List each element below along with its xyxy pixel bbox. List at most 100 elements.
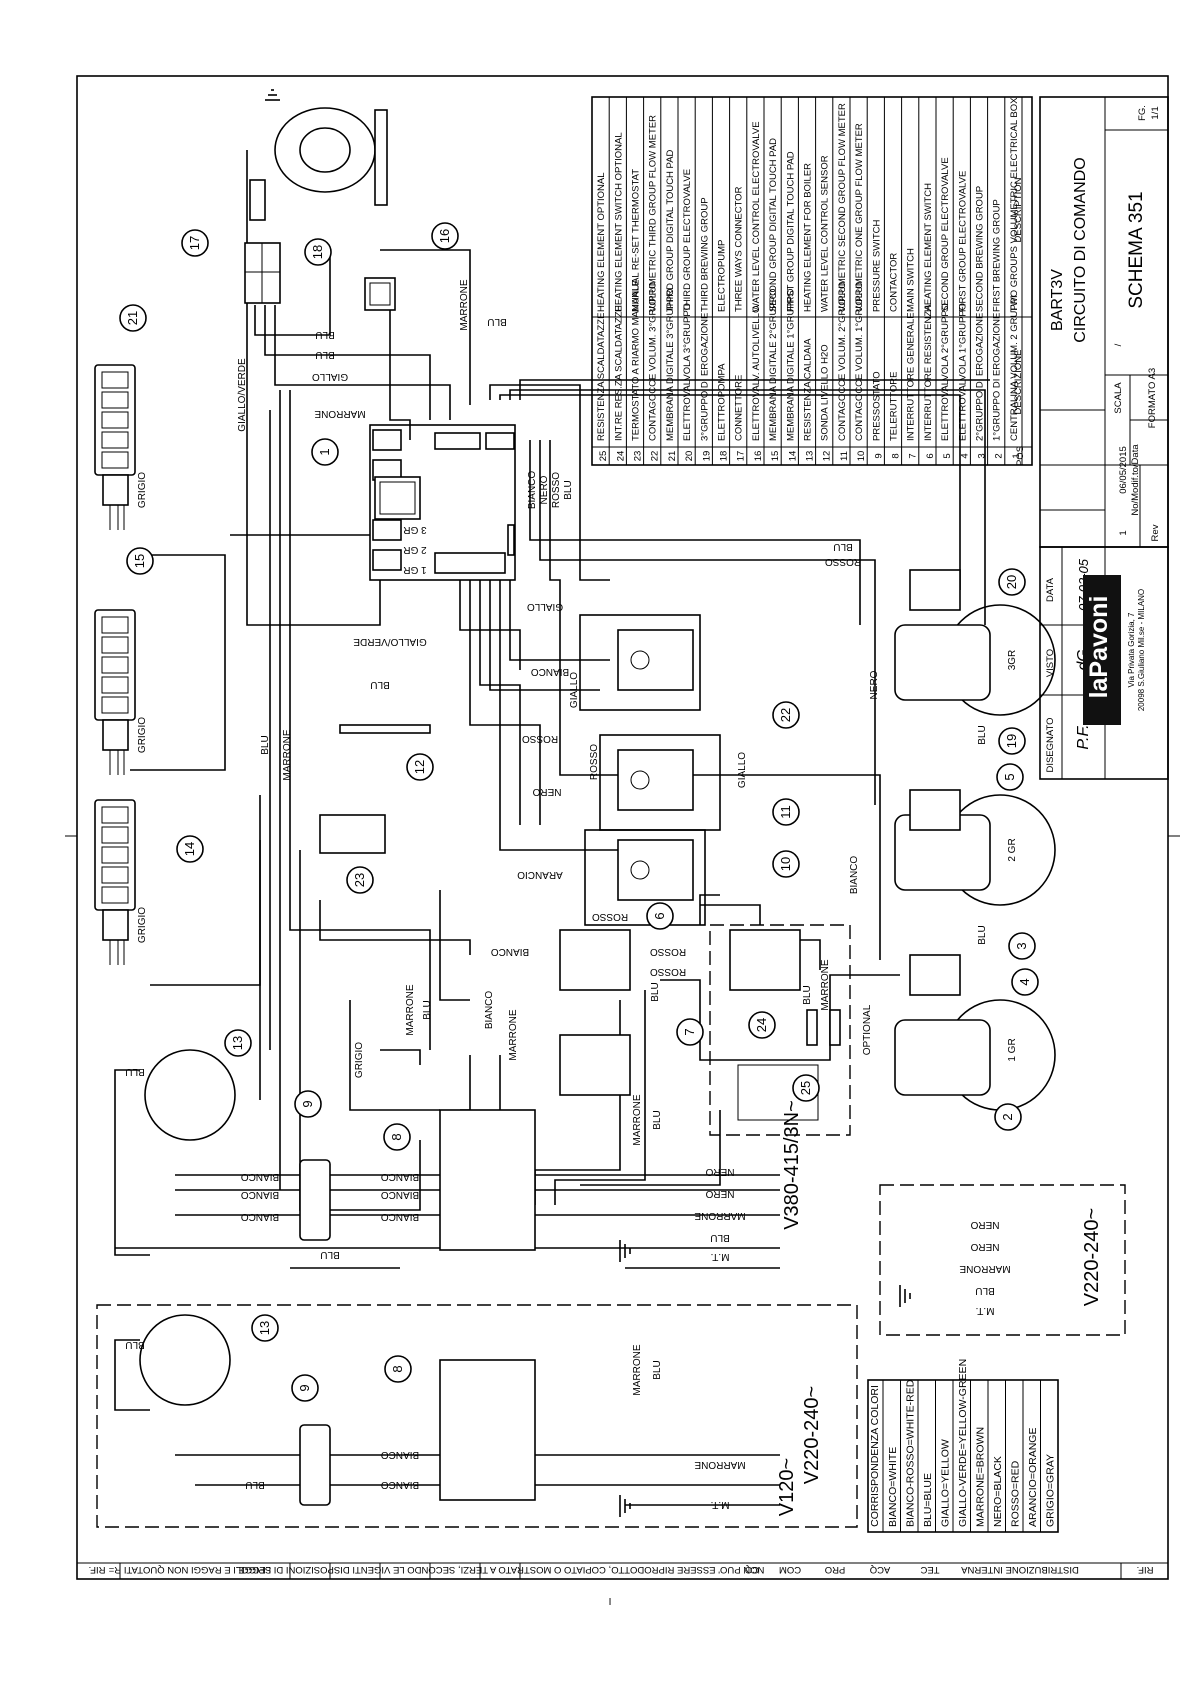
callout-number: 11 [778,805,793,819]
flow-meter-10 [584,829,706,926]
wire-label-marrone-5: MARRONE [508,1009,519,1060]
title-block: BART3V CIRCUITO DI COMANDO SCHEMA 351 FG… [1039,96,1169,548]
callout-number: 18 [310,245,325,259]
board-label-gr3: 3 GR [403,524,426,535]
table-descrizione: CONTAGOCCE VOLUM. 1°GRUPPO [854,282,865,441]
callout-circle [996,763,1024,791]
callout-circle [676,1018,704,1046]
footer-cq: CQ [745,1564,759,1575]
table-pos: 9 [873,453,884,458]
table-description: HEATING ELEMENT SWITCH OPTIONAL [613,132,624,312]
voltage-single-phase: V220-240~ [1081,1208,1103,1306]
table-description: SECOND GROUP ELECTROVALVE [940,157,951,312]
wire-label-grigio-2: GRIGIO [137,717,148,753]
level-valve-16 [364,277,396,311]
wire-label-bianco-3: BIANCO [531,666,570,677]
drawn-label: DISEGNATO [1045,717,1056,772]
table-description: FIRST BREWING GROUP [992,199,1003,312]
table-pos: 25 [598,451,609,462]
low-voltage-box [96,1304,858,1528]
callout-circle [311,438,339,466]
voltage-low-1: V120~ [776,1458,798,1516]
wire-label-bianco-13: BIANCO [381,1479,420,1490]
wire-label-grigio-4: GRIGIO [354,1042,365,1078]
table-pos: 8 [891,453,902,458]
relay-box-1 [806,1009,818,1046]
table-description: VOLUMETRIC SECOND GROUP FLOW METER [837,103,848,312]
date-label: DATA [1045,577,1056,602]
table-description: THIRD GROUP DIGITAL TOUCH PAD [665,149,676,312]
table-descrizione: ELETTROVALVOLA 1°GRUPPO [957,303,968,441]
switch-24 [729,929,801,991]
color-legend-row: BIANCO=WHITE [887,1447,899,1527]
table-description: VOLUMETRIC ONE GROUP FLOW METER [854,123,865,312]
callout-number: 6 [652,912,667,919]
table-descrizione: ELETTROVALV. AUTOLIVELLO [751,306,762,441]
callout-circle [1011,968,1039,996]
voltage-three-phase: V380-415/3N~ [781,1100,803,1230]
wire-label-blu-9: BLU [802,985,813,1004]
callout-circle [646,902,674,930]
title-rev-date: 06/05/2015 [1118,446,1129,494]
wire-label-rosso-6: ROSSO [650,946,686,957]
callout-number: 14 [182,842,197,856]
contactor-8-lower [439,1359,536,1501]
wire-label-arancio: ARANCIO [517,869,563,880]
wire-label-giallo-verde: GIALLO/VERDE [237,358,248,432]
callout-circle [998,727,1026,755]
title-format: FORMATO A3 [1147,368,1158,428]
callout-number: 12 [412,760,427,774]
callout-circle [304,238,332,266]
table-pos: 19 [701,451,712,462]
callout-circle [176,835,204,863]
touch-pad-14 [94,799,136,965]
wire-label-bianco-7: BIANCO [381,1171,420,1182]
table-pos: 14 [787,451,798,462]
wire-label-blu-11: BLU [977,925,988,944]
supply-nero-2: NERO [705,1188,734,1199]
table-pos: 15 [770,451,781,462]
callout-circle [406,753,434,781]
approval-block: DISEGNATO VISTO DATA P.F. dG 07-02-05 la… [1039,546,1169,780]
callout-circle [224,1029,252,1057]
supply-marrone: MARRONE [694,1210,745,1221]
title-rev: 1 [1118,530,1129,535]
thermostat-23 [319,814,386,854]
contactor-8-upper [439,1109,536,1251]
table-description: WATER LEVEL CONTROL ELECTROVALVE [751,121,762,312]
title-model: BART3V [1049,269,1066,331]
color-legend-row: GIALLO-VERDE=YELLOW-GREEN [957,1359,969,1527]
wire-label-bianco-1: BIANCO [527,471,538,510]
wire-label-marrone-8: MARRONE [820,959,831,1010]
boiler-element-13-upper [144,1049,236,1141]
wire-label-marrone-10: MARRONE [632,1344,643,1395]
wire-label-giallo-4: GIALLO [737,752,748,788]
optional-box [709,924,851,1136]
table-pos: 11 [839,451,850,461]
table-pos: 24 [615,451,626,462]
callout-number: 23 [352,873,367,887]
table-pos: 17 [736,451,747,462]
wire-label-optional: OPTIONAL [862,1004,873,1055]
wire-label-blu-top: BLU [315,329,334,340]
wire-label-blu-4: BLU [563,480,574,499]
brand-address-1: Via Privata Gorizia, 7 [1127,612,1136,688]
color-legend-row: NERO=BLACK [992,1456,1004,1527]
callout-circle [126,547,154,575]
table-description: PRESSURE SWITCH [871,219,882,312]
color-legend-title: CORRISPONDENZA COLORI [869,1385,881,1527]
flow-meter-22 [579,614,701,711]
color-legend-row: GIALLO=YELLOW [939,1439,951,1527]
checked-label: VISTO [1045,649,1056,677]
table-descrizione: RESISTENZA SCALDATAZZE [596,313,607,441]
pressure-switch-9-upper [299,1159,331,1241]
wire-label-blu-2: BLU [315,349,334,360]
table-descrizione: TERMOSTATO A RIARMO MANUALE [631,279,642,441]
wire-label-nero-1: NERO [539,475,550,504]
switch-7 [559,1034,631,1096]
wire-label-bianco-6: BIANCO [241,1171,280,1182]
title-sheet: 1/1 [1150,106,1161,119]
brew-group-1 [894,954,1056,1111]
table-description: THIRD BREWING GROUP [699,197,710,312]
callout-number: 1 [317,448,332,455]
